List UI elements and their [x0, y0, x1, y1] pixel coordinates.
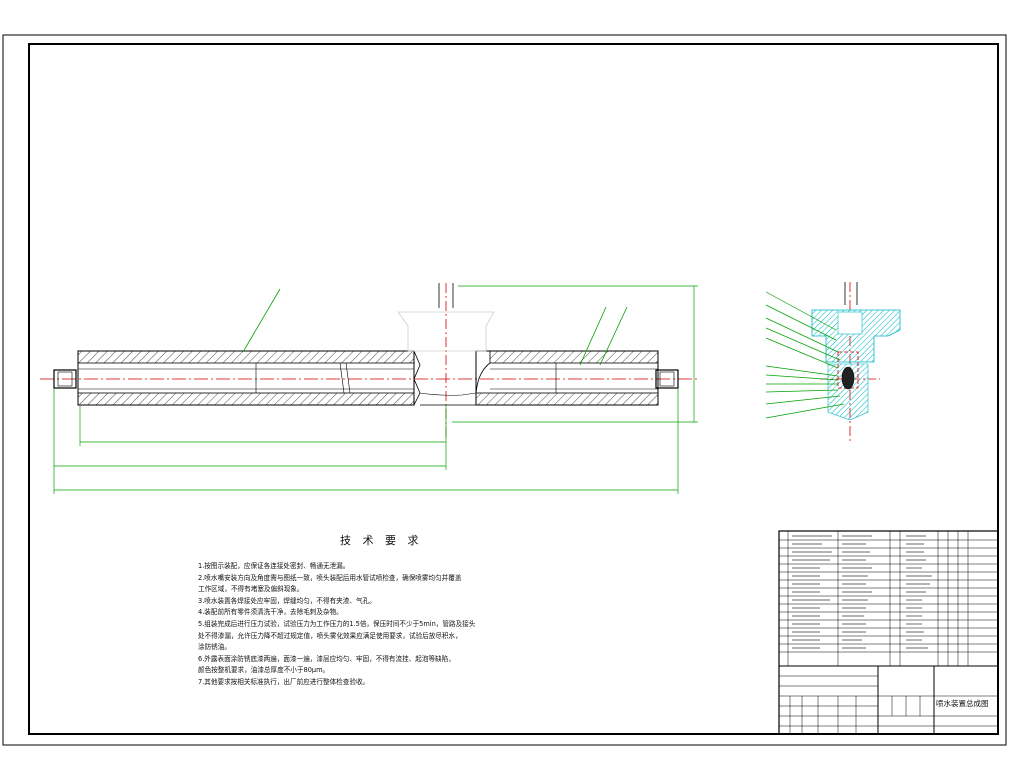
note-line: 6.外露表面涂防锈底漆两遍，面漆一遍，漆层应均匀、牢固，不得有流挂、起泡等缺陷， — [198, 654, 455, 663]
note-line: 处不得渗漏，允许压力降不超过规定值，喷头雾化效果应满足使用要求，试验后放尽积水， — [198, 631, 462, 640]
right-end-plug — [655, 369, 679, 389]
technical-requirements-title: 技 术 要 求 — [340, 534, 423, 547]
dimension-lines — [53, 285, 698, 494]
note-line: 工作区域，不得有堵塞及偏斜现象。 — [198, 585, 304, 594]
left-end-plug — [53, 369, 77, 389]
inner-frame — [28, 43, 999, 735]
note-line: 1.按图示装配，应保证各连接处密封、畅通无泄漏。 — [198, 562, 350, 570]
note-line: 3.喷水装置各焊接处应牢固，焊缝均匀，不得有夹渣、气孔。 — [198, 596, 376, 605]
note-line: 4.装配前所有零件须清洗干净，去除毛刺及杂物。 — [198, 608, 343, 617]
note-line: 5.组装完成后进行压力试验，试验压力为工作压力的1.5倍，保压时间不少于5min… — [198, 619, 476, 628]
tee-fitting-section — [811, 309, 901, 363]
nozzle-core — [841, 366, 855, 390]
note-line: 2.喷水嘴安装方向及角度需与图纸一致，喷头装配后用水管试喷检查，确保喷雾均匀并覆… — [198, 573, 462, 582]
main-assembly-view — [40, 283, 700, 494]
leader-part-2 — [579, 306, 607, 366]
drawing-name: 喷水装置总成图 — [936, 699, 989, 708]
bom-cell-text — [792, 535, 932, 649]
title-block-grid — [779, 666, 998, 734]
right-pipe-wall-top — [489, 350, 659, 364]
left-pipe-wall-bottom — [77, 392, 415, 406]
bom-table — [779, 531, 998, 667]
note-line: 颜色按整机要求，油漆总厚度不小于80μm。 — [198, 666, 330, 675]
note-line: 涂防锈油。 — [198, 643, 231, 652]
detail-leaders — [765, 291, 845, 419]
tee-body-outline — [397, 311, 495, 352]
title-block — [778, 530, 999, 735]
leader-part-1 — [242, 288, 281, 353]
leader-part-3 — [599, 306, 628, 366]
outer-frame — [2, 34, 1007, 746]
note-line: 7.其他要求按相关标准执行，出厂前应进行整体检查验收。 — [198, 677, 370, 686]
right-pipe-wall-bottom — [475, 392, 659, 406]
technical-requirements-notes: 1.按图示装配，应保证各连接处密封、畅通无泄漏。 2.喷水嘴安装方向及角度需与图… — [198, 561, 658, 689]
nozzle-section-detail — [765, 282, 901, 444]
left-pipe-wall-top — [77, 350, 415, 364]
